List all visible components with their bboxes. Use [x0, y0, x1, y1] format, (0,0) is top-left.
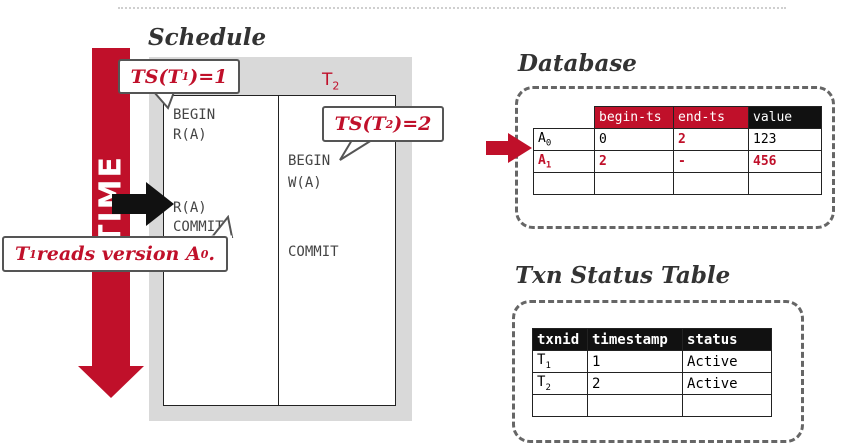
- table-row: A1 2 - 456: [533, 150, 822, 173]
- db-version-sub: 1: [545, 160, 552, 171]
- txn-header-row: txnid timestamp status: [532, 328, 772, 351]
- txn-status-box: [512, 300, 804, 443]
- db-header-value: value: [748, 106, 822, 129]
- t2-header-sub: 2: [332, 79, 340, 93]
- t1-op-read-2: R(A): [173, 200, 207, 216]
- db-header-blank: [533, 106, 595, 129]
- txn-id-text: T: [537, 352, 546, 369]
- ts-t1-post: )=1: [189, 65, 228, 88]
- db-value-cell: 123: [748, 128, 822, 151]
- ts-t2-pre: TS(T: [334, 113, 386, 135]
- db-empty-cell: [673, 172, 749, 195]
- txn-empty-cell: [682, 394, 772, 417]
- txn-header-status: status: [682, 328, 772, 351]
- txn-id-sub: 1: [545, 360, 551, 371]
- schedule-column-divider: [278, 95, 279, 406]
- t1-op-begin: BEGIN: [173, 107, 216, 123]
- t2-op-commit: COMMIT: [288, 244, 339, 260]
- database-title: Database: [518, 50, 637, 77]
- read-pointer-arrow: [112, 182, 174, 226]
- database-header-row: begin-ts end-ts value: [533, 106, 822, 129]
- txn-id-cell: T1: [532, 350, 588, 373]
- db-end-cell: -: [673, 150, 749, 173]
- txn-ts-cell: 1: [587, 350, 683, 373]
- txn-header-timestamp: timestamp: [587, 328, 683, 351]
- db-begin-cell: 2: [594, 150, 674, 173]
- reads-mid: reads version A: [36, 243, 201, 265]
- txn-empty-cell: [587, 394, 683, 417]
- db-version-sub: 0: [545, 138, 552, 149]
- ts-t1-callout-tail: [152, 92, 176, 110]
- reads-sub: 1: [29, 247, 37, 261]
- schedule-title: Schedule: [148, 24, 267, 51]
- reads-sub2: 0: [200, 247, 209, 261]
- ts-t2-sub: 2: [385, 117, 394, 131]
- t1-op-commit: COMMIT: [173, 219, 224, 235]
- t2-column-header: T2: [322, 70, 339, 92]
- t1-op-read-1: R(A): [173, 127, 207, 143]
- t2-op-begin: BEGIN: [288, 153, 331, 169]
- txn-id-text: T: [537, 374, 546, 391]
- db-version-cell: A0: [533, 128, 595, 151]
- database-table: begin-ts end-ts value A0 0 2 123 A1 2 - …: [533, 106, 822, 195]
- db-version-text: A: [538, 130, 546, 146]
- db-empty-cell: [594, 172, 674, 195]
- db-header-begin-ts: begin-ts: [594, 106, 674, 129]
- table-row: [533, 172, 822, 195]
- txn-empty-cell: [532, 394, 588, 417]
- db-version-text: A: [538, 152, 546, 168]
- db-end-cell: 2: [673, 128, 749, 151]
- txn-status-cell: Active: [682, 350, 772, 373]
- t2-header-text: T: [322, 70, 333, 90]
- reads-post: .: [208, 243, 215, 265]
- reads-pre: T: [15, 243, 30, 265]
- txn-status-cell: Active: [682, 372, 772, 395]
- table-row: T1 1 Active: [532, 350, 772, 373]
- txn-status-title: Txn Status Table: [515, 262, 731, 289]
- t2-op-write: W(A): [288, 175, 322, 191]
- table-row: A0 0 2 123: [533, 128, 822, 151]
- db-begin-cell: 0: [594, 128, 674, 151]
- db-empty-cell: [533, 172, 595, 195]
- txn-id-cell: T2: [532, 372, 588, 395]
- ts-t2-callout-tail: [339, 140, 374, 161]
- current-version-arrow: [486, 133, 532, 163]
- time-arrow-head: [78, 366, 144, 398]
- db-empty-cell: [748, 172, 822, 195]
- ts-t1-sub: 1: [181, 70, 190, 83]
- txn-header-id: txnid: [532, 328, 588, 351]
- txn-status-table: txnid timestamp status T1 1 Active T2 2 …: [532, 328, 772, 417]
- table-row: [532, 394, 772, 417]
- db-header-end-ts: end-ts: [673, 106, 749, 129]
- ts-t1-pre: TS(T: [130, 65, 182, 88]
- db-version-cell: A1: [533, 150, 595, 173]
- top-divider: [118, 7, 786, 9]
- txn-id-sub: 2: [545, 382, 551, 393]
- txn-ts-cell: 2: [587, 372, 683, 395]
- db-value-cell: 456: [748, 150, 822, 173]
- table-row: T2 2 Active: [532, 372, 772, 395]
- ts-t2-post: )=2: [393, 113, 432, 135]
